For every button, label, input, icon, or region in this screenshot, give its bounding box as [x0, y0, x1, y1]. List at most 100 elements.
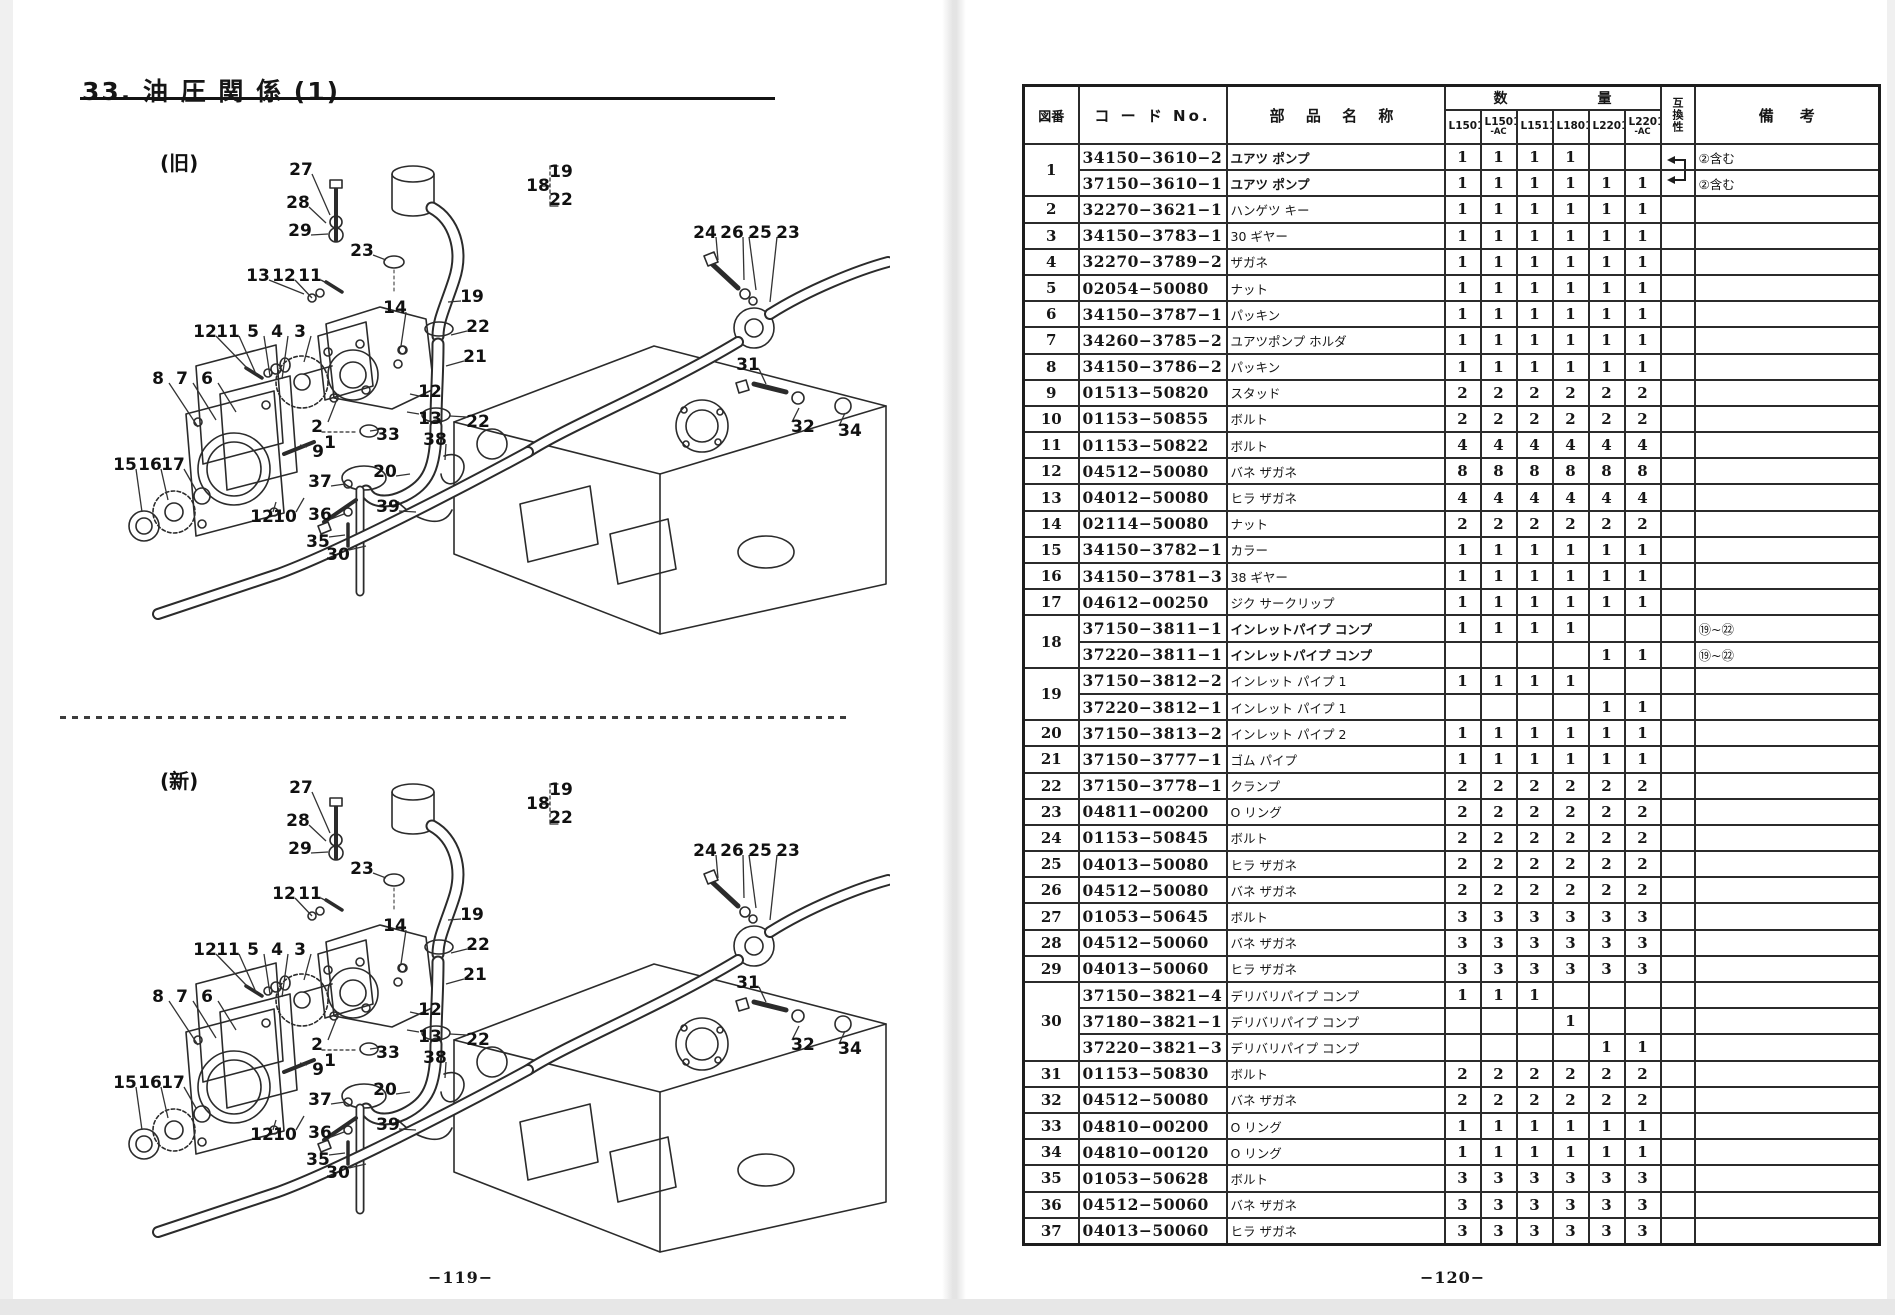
part-name-cell: ボルト	[1225, 431, 1446, 460]
qty-cell: 2	[1623, 876, 1662, 905]
qty-cell: 1	[1479, 719, 1518, 748]
qty-cell: 3	[1479, 1216, 1518, 1246]
callout-leader-line	[168, 1000, 199, 1046]
code-cell: 37220−3821−3	[1077, 1033, 1228, 1062]
callout-leader-line	[398, 1128, 417, 1131]
callout-number: 7	[176, 987, 188, 1007]
qty-cell: 1	[1587, 535, 1626, 565]
qty-group-char-1: 数	[1493, 91, 1508, 107]
qty-cell: 1	[1551, 561, 1590, 591]
qty-cell	[1587, 142, 1626, 172]
interchange-cell	[1659, 1164, 1696, 1193]
qty-cell	[1443, 640, 1482, 669]
callout-leader-line	[263, 335, 271, 377]
qty-cell: 3	[1551, 1164, 1590, 1193]
code-cell: 34150−3783−1	[1077, 221, 1228, 250]
callout-number: 12	[193, 940, 217, 960]
qty-cell: 3	[1515, 954, 1554, 984]
qty-cell: 1	[1479, 273, 1518, 303]
interchange-cell	[1659, 614, 1696, 643]
qty-cell	[1623, 1007, 1662, 1036]
qty-cell: 1	[1623, 1033, 1662, 1062]
interchange-cell	[1659, 509, 1696, 538]
model-header-row: L1501L1501-ACL1511L1801L2201L2201-AC	[1024, 109, 1880, 145]
fig-number-cell: 32	[1022, 1085, 1080, 1114]
interchange-cell	[1659, 378, 1696, 407]
part-name-cell: ヒラ ザガネ	[1225, 954, 1446, 984]
callout-leader-line	[238, 953, 257, 993]
remark-cell	[1693, 1190, 1881, 1219]
qty-cell	[1443, 1033, 1482, 1062]
qty-cell: 2	[1443, 797, 1482, 826]
remark-cell	[1693, 928, 1881, 957]
fig-number-cell: 27	[1022, 902, 1080, 931]
qty-cell	[1587, 1007, 1626, 1036]
fig-number-cell: 1	[1022, 142, 1080, 198]
qty-cell: 1	[1551, 1007, 1590, 1036]
qty-cell: 8	[1623, 457, 1662, 486]
qty-cell: 2	[1551, 1085, 1590, 1114]
callout-number: 33	[376, 1043, 400, 1063]
callout-leader-line	[348, 545, 367, 551]
qty-cell	[1479, 1033, 1518, 1062]
remark-cell	[1693, 1138, 1881, 1167]
callout-number: 23	[350, 241, 374, 261]
qty-cell: 2	[1587, 876, 1626, 905]
qty-cell: 1	[1587, 195, 1626, 224]
qty-cell: 3	[1443, 954, 1482, 984]
callout-leader-line	[445, 360, 465, 367]
callout-number: 15	[113, 455, 137, 475]
callout-number: 11	[216, 940, 240, 960]
qty-cell: 2	[1623, 1085, 1662, 1114]
callout-number: 37	[308, 472, 332, 492]
callout-number: 5	[247, 322, 259, 342]
callout-leader-line	[758, 368, 767, 385]
qty-cell: 2	[1443, 850, 1482, 879]
qty-cell: 1	[1587, 221, 1626, 250]
qty-cell	[1551, 640, 1590, 669]
callout-leader-line	[398, 510, 417, 513]
qty-cell: 1	[1479, 666, 1518, 695]
callout-number: 12	[418, 1000, 442, 1020]
qty-cell: 3	[1623, 1190, 1662, 1219]
fig-number-cell: 5	[1022, 273, 1080, 303]
remark-cell	[1693, 1059, 1881, 1088]
qty-cell: 1	[1587, 1111, 1626, 1141]
qty-cell: 1	[1443, 221, 1482, 250]
part-name-cell: バネ ザガネ	[1225, 928, 1446, 957]
callout-leader-line	[330, 1101, 346, 1105]
qty-cell: 1	[1587, 745, 1626, 774]
fig-number-cell: 18	[1022, 614, 1080, 669]
qty-cell	[1443, 692, 1482, 722]
callout-number: 8	[152, 369, 164, 389]
remark-cell	[1693, 1085, 1881, 1114]
qty-cell: 1	[1515, 719, 1554, 748]
code-cell: 04512−50060	[1077, 928, 1228, 957]
qty-cell	[1587, 980, 1626, 1010]
header-interchangeability: 互換性	[1659, 84, 1696, 145]
callout-leader-line	[838, 1030, 846, 1045]
qty-cell	[1623, 980, 1662, 1010]
code-cell: 04810−00120	[1077, 1138, 1228, 1167]
qty-cell: 2	[1479, 1059, 1518, 1088]
interchange-cell	[1659, 954, 1696, 984]
header-model-l1501: L1501	[1443, 109, 1482, 145]
part-name-cell: ヒラ ザガネ	[1225, 850, 1446, 879]
qty-cell	[1515, 692, 1554, 722]
callout-leader-line	[400, 311, 407, 347]
qty-cell: 1	[1515, 300, 1554, 329]
callout-number: 17	[161, 455, 185, 475]
remark-cell	[1693, 509, 1881, 538]
callout-leader-line	[160, 1086, 169, 1119]
callout-number: 1	[324, 433, 336, 453]
interchange-cell	[1659, 169, 1696, 198]
callout-leader-line	[447, 918, 462, 921]
callout-number: 27	[289, 160, 313, 180]
qty-cell	[1479, 640, 1518, 669]
qty-cell: 2	[1479, 850, 1518, 879]
qty-cell: 1	[1551, 352, 1590, 381]
